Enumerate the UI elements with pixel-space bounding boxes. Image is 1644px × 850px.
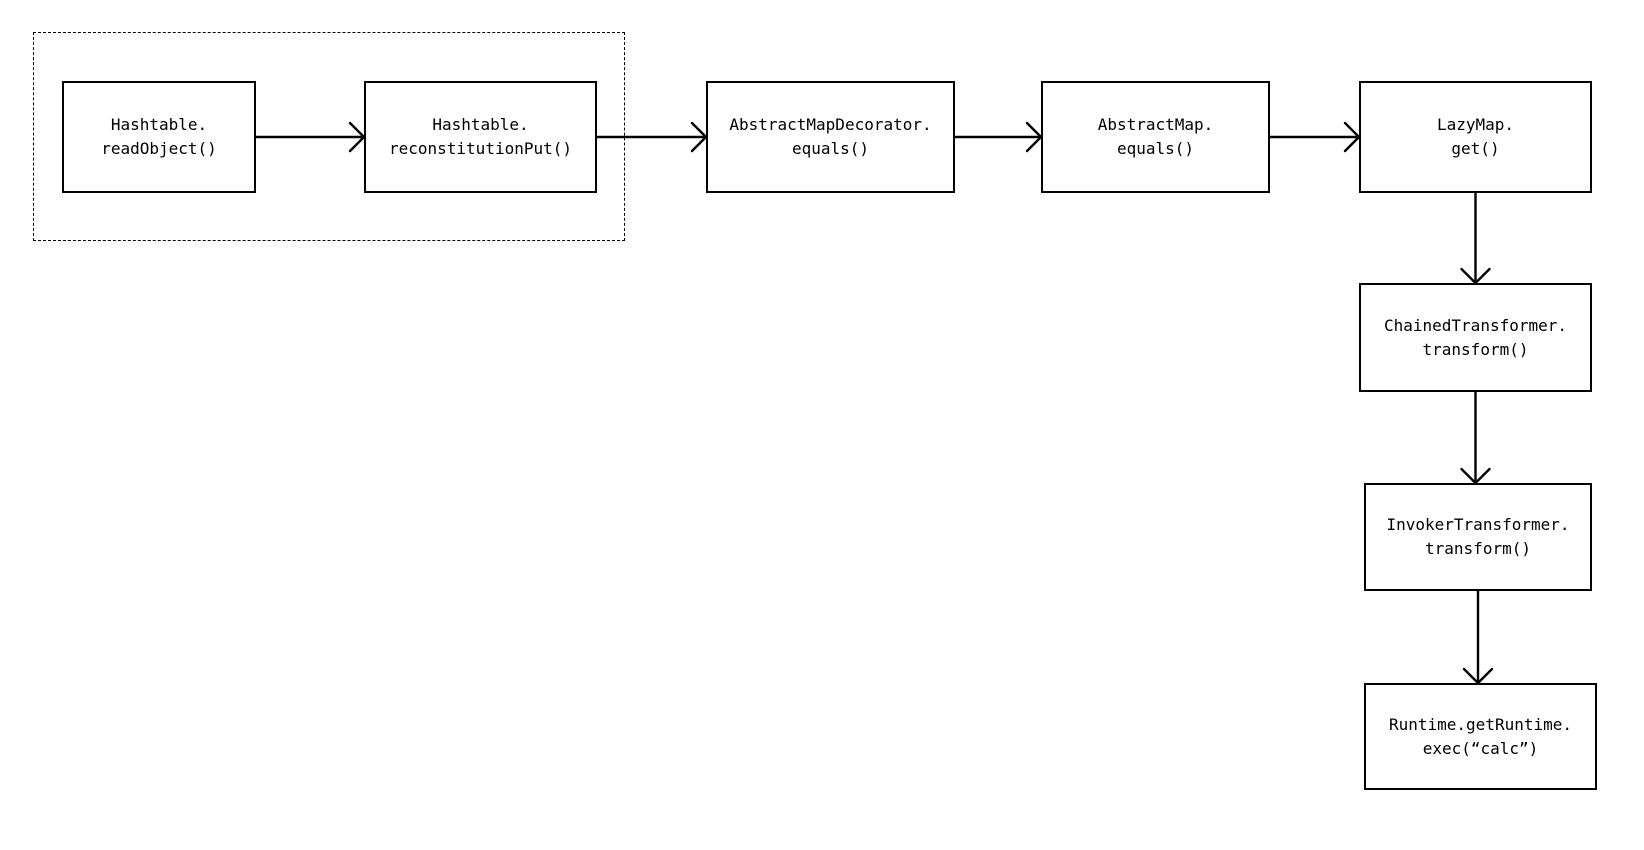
node-hashtable-readobject: Hashtable. readObject() bbox=[62, 81, 256, 193]
node-label-line1: InvokerTransformer. bbox=[1386, 515, 1570, 534]
arrowhead-stroke bbox=[1462, 667, 1480, 685]
node-label-line2: transform() bbox=[1425, 539, 1531, 558]
node-label-line2: readObject() bbox=[101, 139, 217, 158]
arrowhead-stroke bbox=[1460, 267, 1477, 285]
arrowhead-stroke bbox=[1025, 135, 1043, 153]
node-lazymap-get: LazyMap. get() bbox=[1359, 81, 1592, 193]
arrowhead-stroke bbox=[348, 121, 366, 139]
node-label-line1: AbstractMapDecorator. bbox=[729, 115, 932, 134]
node-abstractmapdecorator-equals: AbstractMapDecorator. equals() bbox=[706, 81, 955, 193]
node-label-line2: exec(“calc”) bbox=[1422, 738, 1539, 758]
node-hashtable-reconstitutionput: Hashtable. reconstitutionPut() bbox=[364, 81, 597, 193]
arrowhead-stroke bbox=[690, 121, 708, 139]
arrowhead-stroke bbox=[1025, 121, 1043, 139]
node-label-line2: transform() bbox=[1422, 339, 1529, 359]
arrowhead-stroke bbox=[1474, 267, 1491, 285]
node-label-line2: get() bbox=[1451, 139, 1500, 158]
arrowhead-stroke bbox=[1476, 667, 1494, 685]
arrowhead-stroke bbox=[1474, 467, 1491, 485]
node-chainedtransformer-transform: ChainedTransformer. transform() bbox=[1359, 283, 1592, 392]
arrowhead-stroke bbox=[348, 135, 366, 153]
arrowhead-stroke bbox=[1343, 121, 1361, 139]
node-label-line1: Runtime.getRuntime. bbox=[1388, 714, 1573, 734]
node-label-line1: ChainedTransformer. bbox=[1383, 315, 1568, 335]
arrowhead-stroke bbox=[690, 135, 708, 153]
node-label-line1: Hashtable. bbox=[110, 115, 208, 134]
node-invokertransformer-transform: InvokerTransformer. transform() bbox=[1364, 483, 1592, 591]
arrowhead-stroke bbox=[1343, 135, 1361, 153]
node-label-line1: LazyMap. bbox=[1436, 115, 1515, 134]
node-abstractmap-equals: AbstractMap. equals() bbox=[1041, 81, 1270, 193]
node-label-line1: Hashtable. bbox=[432, 115, 529, 134]
arrowhead-stroke bbox=[1460, 467, 1477, 485]
node-label-line2: equals() bbox=[791, 139, 870, 158]
node-label-line2: equals() bbox=[1116, 139, 1195, 158]
node-label-line1: AbstractMap. bbox=[1097, 115, 1214, 134]
node-label-line2: reconstitutionPut() bbox=[388, 139, 573, 158]
node-runtime-exec: Runtime.getRuntime. exec(“calc”) bbox=[1364, 683, 1597, 790]
